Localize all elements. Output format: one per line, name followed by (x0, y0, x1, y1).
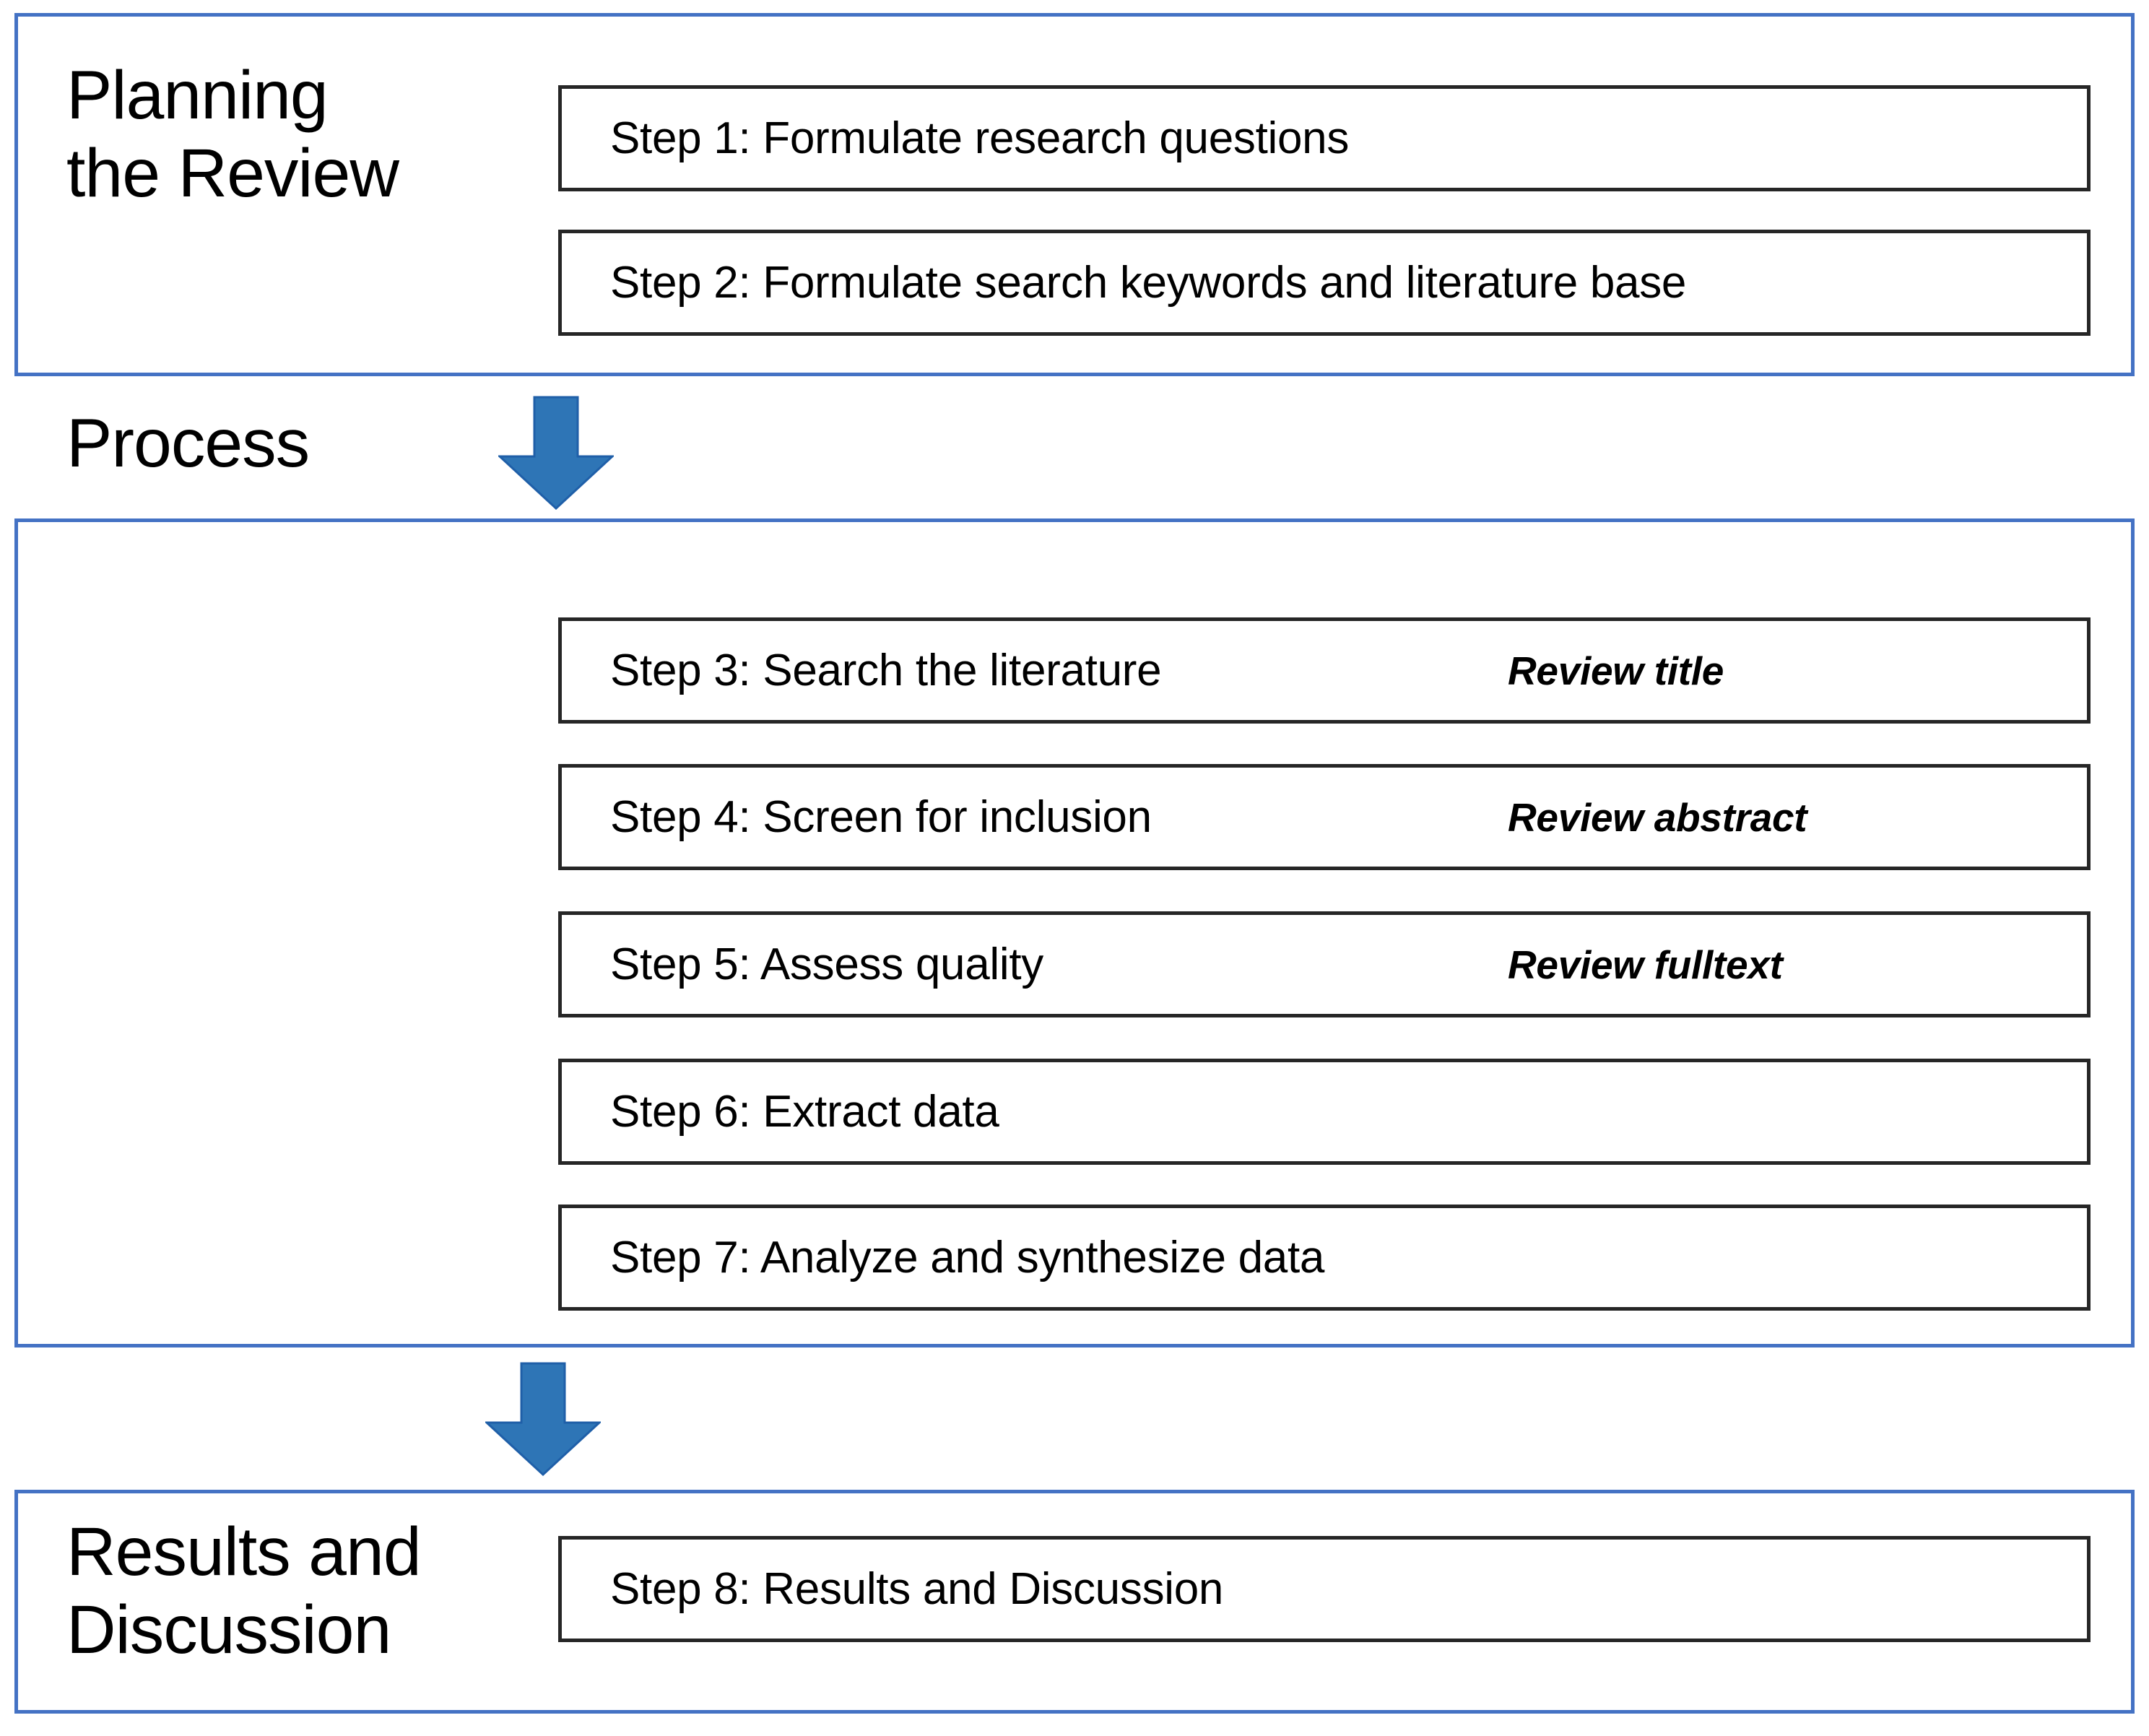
phase-label-planning: Planning the Review (66, 57, 399, 212)
step-box-2[interactable]: Step 2: Formulate search keywords and li… (558, 230, 2091, 336)
step-label-2: Step 2: Formulate search keywords and li… (610, 258, 1687, 308)
step-box-8[interactable]: Step 8: Results and Discussion (558, 1536, 2091, 1642)
down-arrow-icon (485, 1362, 601, 1476)
step-label-7: Step 7: Analyze and synthesize data (610, 1233, 1325, 1283)
step-note-3: Review title (1508, 648, 1724, 693)
step-box-7[interactable]: Step 7: Analyze and synthesize data (558, 1205, 2091, 1311)
step-note-4: Review abstract (1508, 794, 1807, 840)
step-label-1: Step 1: Formulate research questions (610, 113, 1350, 163)
phase-label-results: Results and Discussion (66, 1514, 422, 1669)
phase-label-process: Process (66, 405, 310, 482)
step-label-5: Step 5: Assess quality (610, 939, 1043, 989)
step-label-8: Step 8: Results and Discussion (610, 1564, 1224, 1614)
step-box-6[interactable]: Step 6: Extract data (558, 1059, 2091, 1165)
step-box-4[interactable]: Step 4: Screen for inclusion Review abst… (558, 764, 2091, 870)
step-box-5[interactable]: Step 5: Assess quality Review fulltext (558, 911, 2091, 1017)
step-label-3: Step 3: Search the literature (610, 646, 1162, 695)
step-label-6: Step 6: Extract data (610, 1087, 999, 1137)
step-box-1[interactable]: Step 1: Formulate research questions (558, 85, 2091, 191)
step-box-3[interactable]: Step 3: Search the literature Review tit… (558, 617, 2091, 724)
down-arrow-icon (498, 396, 614, 510)
step-label-4: Step 4: Screen for inclusion (610, 792, 1152, 842)
step-note-5: Review fulltext (1508, 942, 1783, 987)
